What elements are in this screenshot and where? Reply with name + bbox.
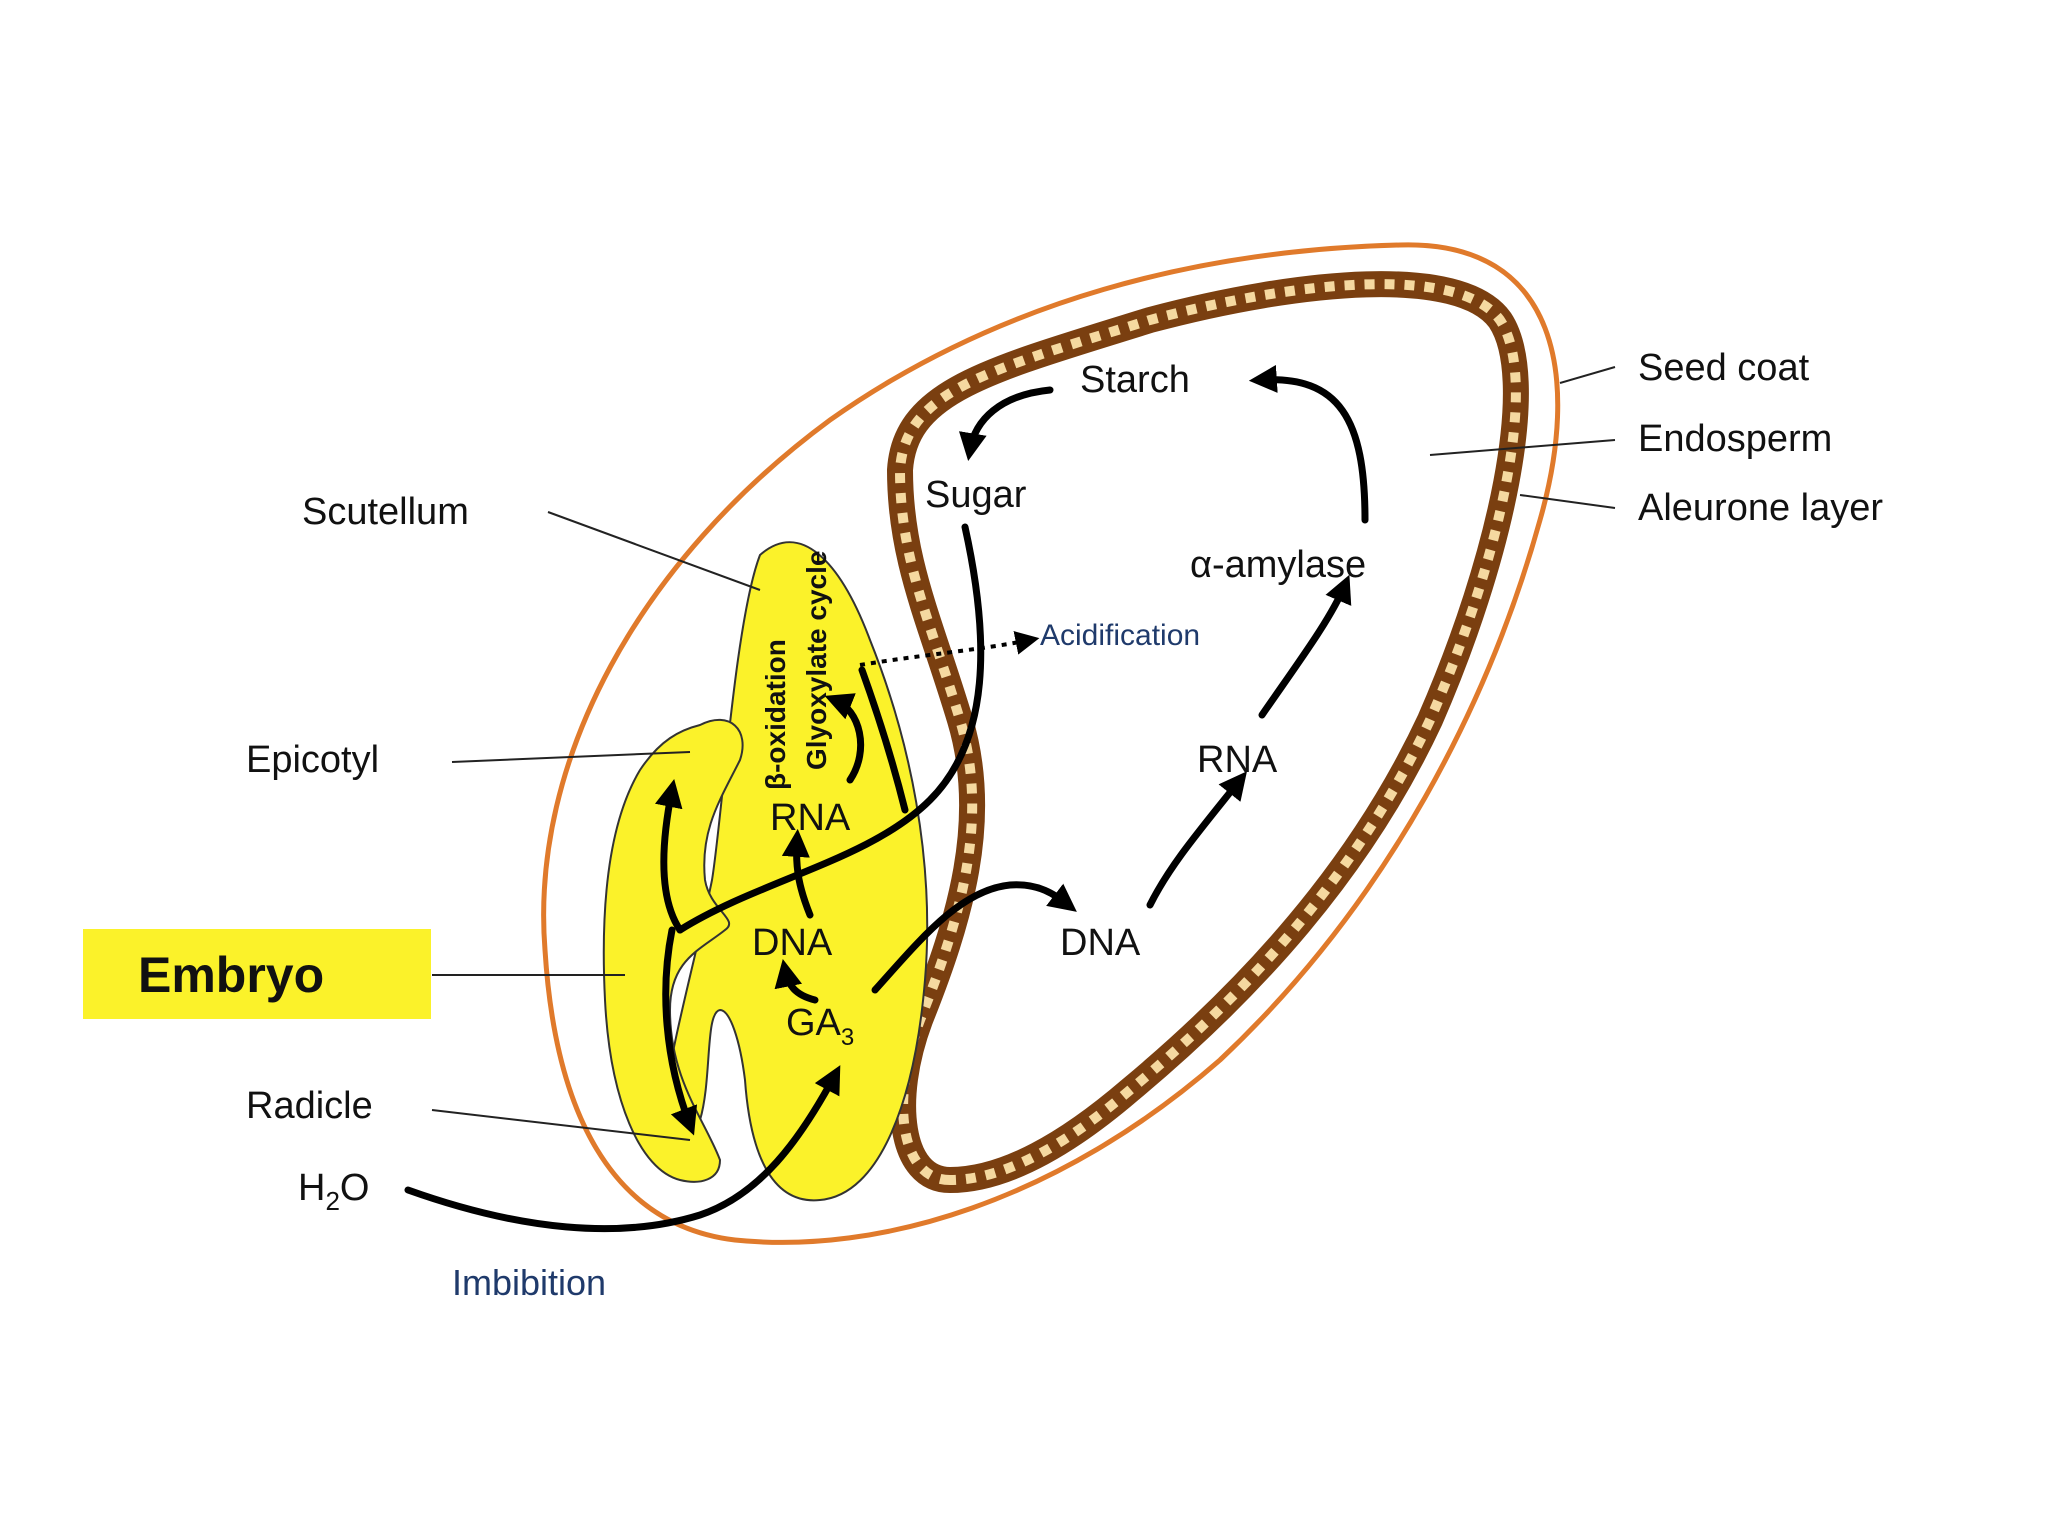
label-embryo: Embryo xyxy=(138,947,324,1003)
arrow-embryo-down xyxy=(662,926,698,1136)
embryo-axis-shape xyxy=(602,719,744,1183)
leader-epicotyl xyxy=(451,751,691,763)
aleurone-layer xyxy=(887,271,1529,1193)
arrow-imbibition xyxy=(404,1065,841,1233)
label-epicotyl: Epicotyl xyxy=(246,739,379,781)
embryo-label-box xyxy=(83,929,431,1019)
label-ga3: GA3 xyxy=(786,1002,854,1051)
arrow-sugar-to-embryo xyxy=(676,523,985,934)
label-seed-coat: Seed coat xyxy=(1638,347,1810,389)
arrow-amylase-to-starch xyxy=(1248,364,1369,524)
label-radicle: Radicle xyxy=(246,1085,373,1127)
arrow-acidification xyxy=(859,631,1040,667)
arrow-ga3-to-aleurone-dna xyxy=(871,881,1077,994)
arrow-dna-to-rna-right xyxy=(1146,771,1247,909)
label-beta-oxidation: β-oxidation xyxy=(760,639,791,790)
arrow-rna-to-amylase xyxy=(1258,574,1352,719)
label-rna-embryo: RNA xyxy=(770,797,851,839)
seed-coat-outline xyxy=(541,242,1561,1245)
label-acidification: Acidification xyxy=(1040,619,1200,652)
leader-aleurone xyxy=(1519,494,1616,509)
label-rna-right: RNA xyxy=(1197,739,1278,781)
leader-seed-coat xyxy=(1559,366,1616,384)
arrow-starch-to-sugar xyxy=(958,386,1054,462)
label-h2o: H2O xyxy=(298,1167,369,1216)
label-aleurone-layer: Aleurone layer xyxy=(1638,487,1883,529)
label-starch: Starch xyxy=(1080,359,1190,401)
leader-radicle xyxy=(431,1109,691,1141)
leader-endosperm xyxy=(1429,439,1616,456)
arrow-glyoxylate-line xyxy=(858,666,909,814)
leader-scutellum xyxy=(547,511,761,591)
label-scutellum: Scutellum xyxy=(302,491,469,533)
arrow-embryo-up xyxy=(654,779,684,934)
label-sugar: Sugar xyxy=(925,474,1027,516)
label-dna-right: DNA xyxy=(1060,922,1141,964)
label-imbibition: Imbibition xyxy=(452,1262,606,1303)
label-alpha-amylase: α-amylase xyxy=(1190,544,1366,586)
arrow-glyoxylate-loop xyxy=(824,693,865,784)
arrow-dna-to-rna xyxy=(781,828,814,919)
label-endosperm: Endosperm xyxy=(1638,418,1832,460)
arrow-ga3-to-dna xyxy=(774,959,819,1004)
label-glyoxylate-cycle: Glyoxylate cycle xyxy=(801,551,832,770)
aleurone-dots xyxy=(894,279,1521,1186)
label-dna-embryo: DNA xyxy=(752,922,833,964)
